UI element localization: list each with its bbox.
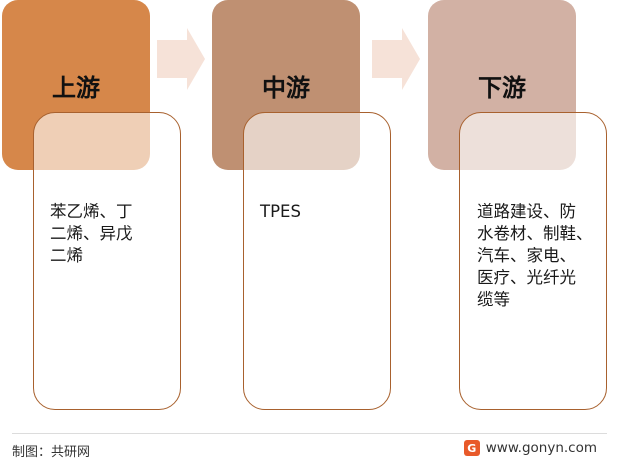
stage-downstream-description-box: 道路建设、防 水卷材、制鞋、 汽车、家电、 医疗、光纤光 缆等 bbox=[459, 112, 607, 410]
stage-upstream-title: 上游 bbox=[52, 74, 100, 102]
arrow-right-icon bbox=[372, 28, 420, 90]
footer-site[interactable]: G www.gonyn.com bbox=[463, 440, 597, 456]
footer-credit: 制图：共研网 bbox=[12, 445, 91, 460]
arrow-right-icon bbox=[157, 28, 205, 90]
stage-downstream-description: 道路建设、防 水卷材、制鞋、 汽车、家电、 医疗、光纤光 缆等 bbox=[477, 202, 593, 309]
gonyn-logo-icon: G bbox=[463, 440, 480, 456]
stage-midstream-description: TPES bbox=[260, 202, 301, 221]
stage-upstream-description-box: 苯乙烯、丁 二烯、异戊 二烯 bbox=[33, 112, 181, 410]
stage-midstream-title: 中游 bbox=[262, 74, 310, 102]
stage-downstream-title: 下游 bbox=[478, 74, 526, 102]
footer-site-url[interactable]: www.gonyn.com bbox=[485, 440, 597, 456]
footer-divider bbox=[12, 433, 607, 434]
stage-upstream-description: 苯乙烯、丁 二烯、异戊 二烯 bbox=[50, 202, 133, 265]
stage-midstream-description-box: TPES bbox=[243, 112, 391, 410]
